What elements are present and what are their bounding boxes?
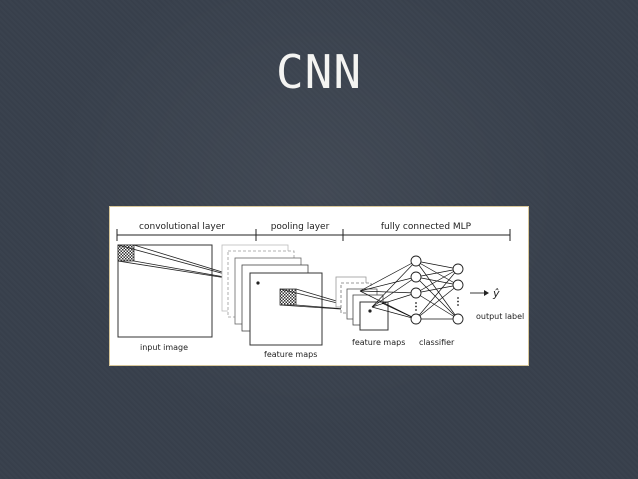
output-arrow	[470, 290, 489, 296]
feature-maps-2-label: feature maps	[352, 338, 405, 347]
slide-title: CNN	[275, 45, 363, 99]
mlp-output-layer	[452, 263, 464, 325]
input-receptive-field	[117, 244, 135, 262]
section-ruler	[116, 229, 511, 241]
input-image-label: input image	[140, 343, 188, 352]
classifier-label: classifier	[419, 338, 455, 347]
y-hat-symbol: ŷ	[492, 287, 500, 300]
conv-target-dot	[256, 281, 260, 285]
conv-feature-map-stack	[221, 244, 323, 346]
section-mlp-label: fully connected MLP	[381, 222, 472, 232]
pool-target-dot	[368, 309, 372, 313]
output-label: output label	[476, 312, 524, 321]
pool-receptive-field	[279, 288, 297, 306]
mlp-hidden-layer-1	[410, 255, 422, 325]
section-convolutional-label: convolutional layer	[139, 222, 225, 232]
mlp-hidden-1-ellipsis	[415, 302, 417, 311]
feature-maps-1-label: feature maps	[264, 350, 317, 359]
input-image	[117, 244, 213, 338]
mlp-connections	[359, 260, 459, 320]
cnn-diagram: convolutional layer pooling layer fully …	[109, 206, 529, 366]
cnn-diagram-svg: convolutional layer pooling layer fully …	[116, 222, 524, 359]
mlp-output-ellipsis	[457, 297, 459, 306]
section-pooling-label: pooling layer	[271, 222, 330, 232]
pooled-feature-map-stack	[335, 276, 389, 331]
